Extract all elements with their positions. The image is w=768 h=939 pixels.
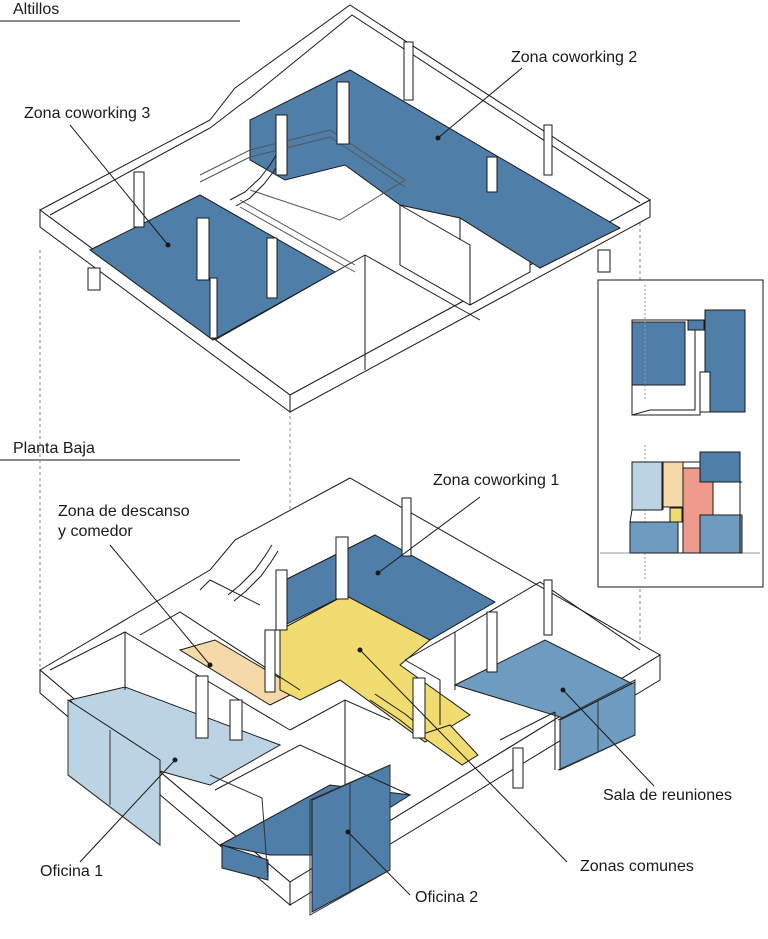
inset-upper-coworking-2 xyxy=(704,309,746,413)
callout-dots xyxy=(165,135,566,835)
upper-section-title: Altillos xyxy=(13,1,60,18)
upper-window-left xyxy=(87,267,101,291)
lower-floor xyxy=(39,477,661,916)
lower-section-title: Planta Baja xyxy=(13,440,95,457)
inset-lower-oficina-1 xyxy=(631,461,663,511)
lower-interior-walls xyxy=(49,579,641,796)
inset-upper-plan xyxy=(631,285,746,416)
lower-zonas-comunes-strip xyxy=(418,724,479,766)
lower-columns xyxy=(195,497,553,789)
inset-lower-plan xyxy=(600,445,760,580)
inset-lower-descanso xyxy=(662,461,684,508)
label-coworking-1: Zona coworking 1 xyxy=(433,472,560,489)
label-sala-reuniones: Sala de reuniones xyxy=(603,787,732,804)
inset-lower-oficina-2 xyxy=(629,521,679,554)
upper-window-right xyxy=(597,249,611,273)
label-oficina-1: Oficina 1 xyxy=(40,863,104,880)
inset-lower-sala xyxy=(699,514,743,554)
inset-upper-coworking-3 xyxy=(631,321,686,386)
callout-lines xyxy=(69,67,655,896)
inset-lower-coworking-1 xyxy=(699,451,741,483)
upper-coworking-3-floor xyxy=(89,194,337,341)
label-coworking-3: Zona coworking 3 xyxy=(24,105,151,122)
lower-window-frames xyxy=(67,679,636,916)
inset-plans xyxy=(597,279,764,588)
label-descanso: Zona de descanso y comedor xyxy=(58,503,190,540)
label-oficina-2: Oficina 2 xyxy=(415,889,479,906)
label-zonas-comunes: Zonas comunes xyxy=(580,858,694,875)
upper-railing xyxy=(199,129,406,273)
upper-floor xyxy=(39,4,651,413)
upper-columns xyxy=(133,41,553,339)
upper-inner-wall xyxy=(49,14,641,216)
label-coworking-2: Zona coworking 2 xyxy=(511,49,638,66)
